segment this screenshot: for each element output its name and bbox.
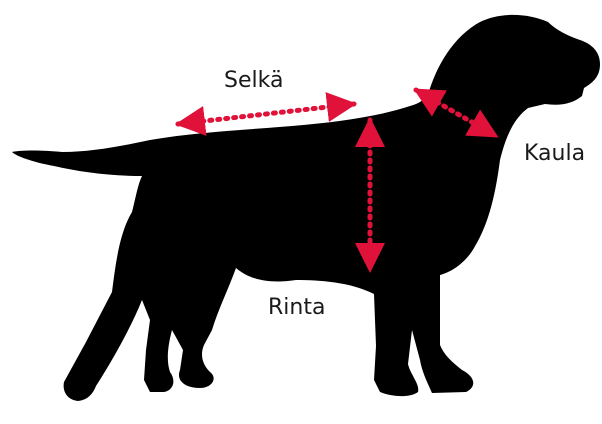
dog-silhouette-icon <box>12 15 600 401</box>
back-label: Selkä <box>224 68 283 93</box>
chest-label: Rinta <box>268 295 325 320</box>
neck-label: Kaula <box>524 141 585 166</box>
back-measurement-arrow <box>178 104 354 124</box>
